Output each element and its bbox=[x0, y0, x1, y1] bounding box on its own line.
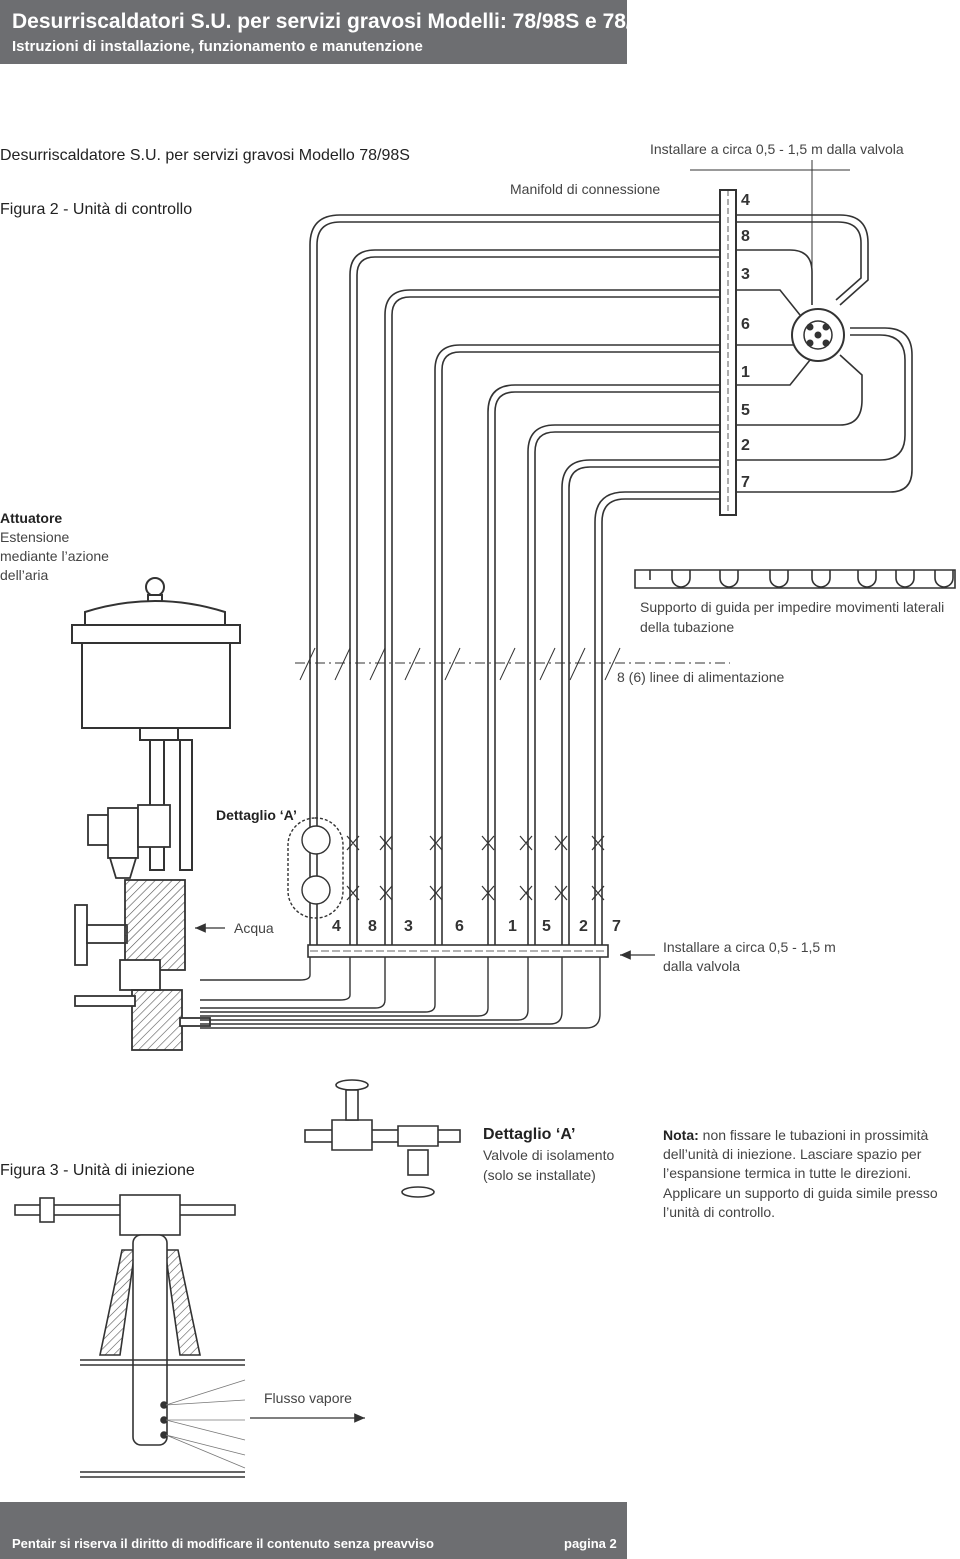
actuator-line: Estensione bbox=[0, 529, 70, 545]
note-label: Nota: bbox=[663, 1127, 699, 1143]
manifold-number: 6 bbox=[741, 316, 750, 333]
control-valve-body bbox=[74, 879, 211, 1051]
detail-a-marker bbox=[287, 817, 344, 919]
footer-notice: Pentair si riserva il diritto di modific… bbox=[12, 1536, 434, 1551]
support-label: Supporto di guida per impedire movimenti… bbox=[640, 599, 945, 615]
manifold-number: 1 bbox=[741, 364, 750, 381]
tube-number: 2 bbox=[579, 918, 588, 935]
tube-number: 8 bbox=[368, 918, 377, 935]
manifold-number: 5 bbox=[741, 402, 750, 419]
note-line: l’unità di controllo. bbox=[663, 1204, 776, 1220]
install-note-top: Installare a circa 0,5 - 1,5 m dalla val… bbox=[650, 141, 904, 157]
manifold-label: Manifold di connessione bbox=[510, 181, 661, 197]
support-label: della tubazione bbox=[640, 619, 735, 635]
page-footer: Pentair si riserva il diritto di modific… bbox=[0, 1502, 627, 1559]
supply-tubes bbox=[309, 214, 720, 950]
right-loop-tubes bbox=[736, 214, 913, 493]
positioner bbox=[87, 804, 171, 879]
note-line: l’espansione termica in tutte le direzio… bbox=[663, 1165, 912, 1181]
manifold-number: 4 bbox=[741, 192, 750, 209]
tube-number: 1 bbox=[508, 918, 517, 935]
page-number: pagina 2 bbox=[564, 1536, 617, 1551]
tube-number: 3 bbox=[404, 918, 413, 935]
actuator-title: Attuatore bbox=[0, 510, 63, 526]
detail-a-line: (solo se installate) bbox=[483, 1167, 596, 1183]
manifold-number: 7 bbox=[741, 474, 750, 491]
note-line: Applicare un supporto di guida simile pr… bbox=[663, 1185, 938, 1201]
detail-a-label: Dettaglio ‘A’ bbox=[216, 807, 297, 823]
isolation-x-marks bbox=[346, 835, 605, 901]
supply-lines-label: 8 (6) linee di alimentazione bbox=[617, 669, 785, 685]
install-note-bottom: Installare a circa 0,5 - 1,5 m bbox=[663, 939, 836, 955]
detail-a-line: Valvole di isolamento bbox=[483, 1147, 615, 1163]
actuator-line: mediante l’azione bbox=[0, 548, 109, 564]
tube-number: 5 bbox=[542, 918, 551, 935]
page-header: Desurriscaldatori S.U. per servizi gravo… bbox=[0, 0, 670, 64]
install-distance-marker-top bbox=[690, 160, 850, 305]
figure3-caption: Figura 3 - Unità di iniezione bbox=[0, 1162, 195, 1179]
actuator-line: dell’aria bbox=[0, 567, 49, 583]
injection-tubes bbox=[200, 957, 601, 1029]
document-title: Desurriscaldatori S.U. per servizi gravo… bbox=[12, 10, 671, 33]
tube-number: 4 bbox=[332, 918, 341, 935]
figure2-caption: Figura 2 - Unità di controllo bbox=[0, 201, 193, 218]
manifold-number: 8 bbox=[741, 228, 750, 245]
document-subtitle: Istruzioni di installazione, funzionamen… bbox=[12, 38, 423, 55]
install-note-bottom: dalla valvola bbox=[663, 958, 741, 974]
detail-a-title: Dettaglio ‘A’ bbox=[483, 1126, 576, 1143]
bottom-header bbox=[307, 944, 609, 958]
steam-flow-label: Flusso vapore bbox=[264, 1390, 352, 1406]
note-line: Nota: non fissare le tubazioni in prossi… bbox=[663, 1125, 928, 1145]
manifold-number: 2 bbox=[741, 437, 750, 454]
break-line bbox=[295, 647, 730, 681]
detail-a-valves bbox=[304, 1079, 461, 1198]
spray-pattern bbox=[165, 1379, 246, 1469]
cross-fitting bbox=[791, 308, 845, 362]
note-text: non fissare le tubazioni in prossimità bbox=[702, 1127, 929, 1143]
water-label: Acqua bbox=[234, 920, 274, 936]
manifold-bar bbox=[719, 189, 737, 516]
guide-support bbox=[634, 569, 956, 589]
manifold-number: 3 bbox=[741, 266, 750, 283]
tube-number: 6 bbox=[455, 918, 464, 935]
tube-number: 7 bbox=[612, 918, 621, 935]
section-title: Desurriscaldatore S.U. per servizi gravo… bbox=[0, 147, 410, 164]
note-line: dell’unità di iniezione. Lasciare spazio… bbox=[663, 1146, 922, 1162]
injection-unit bbox=[14, 1194, 245, 1478]
